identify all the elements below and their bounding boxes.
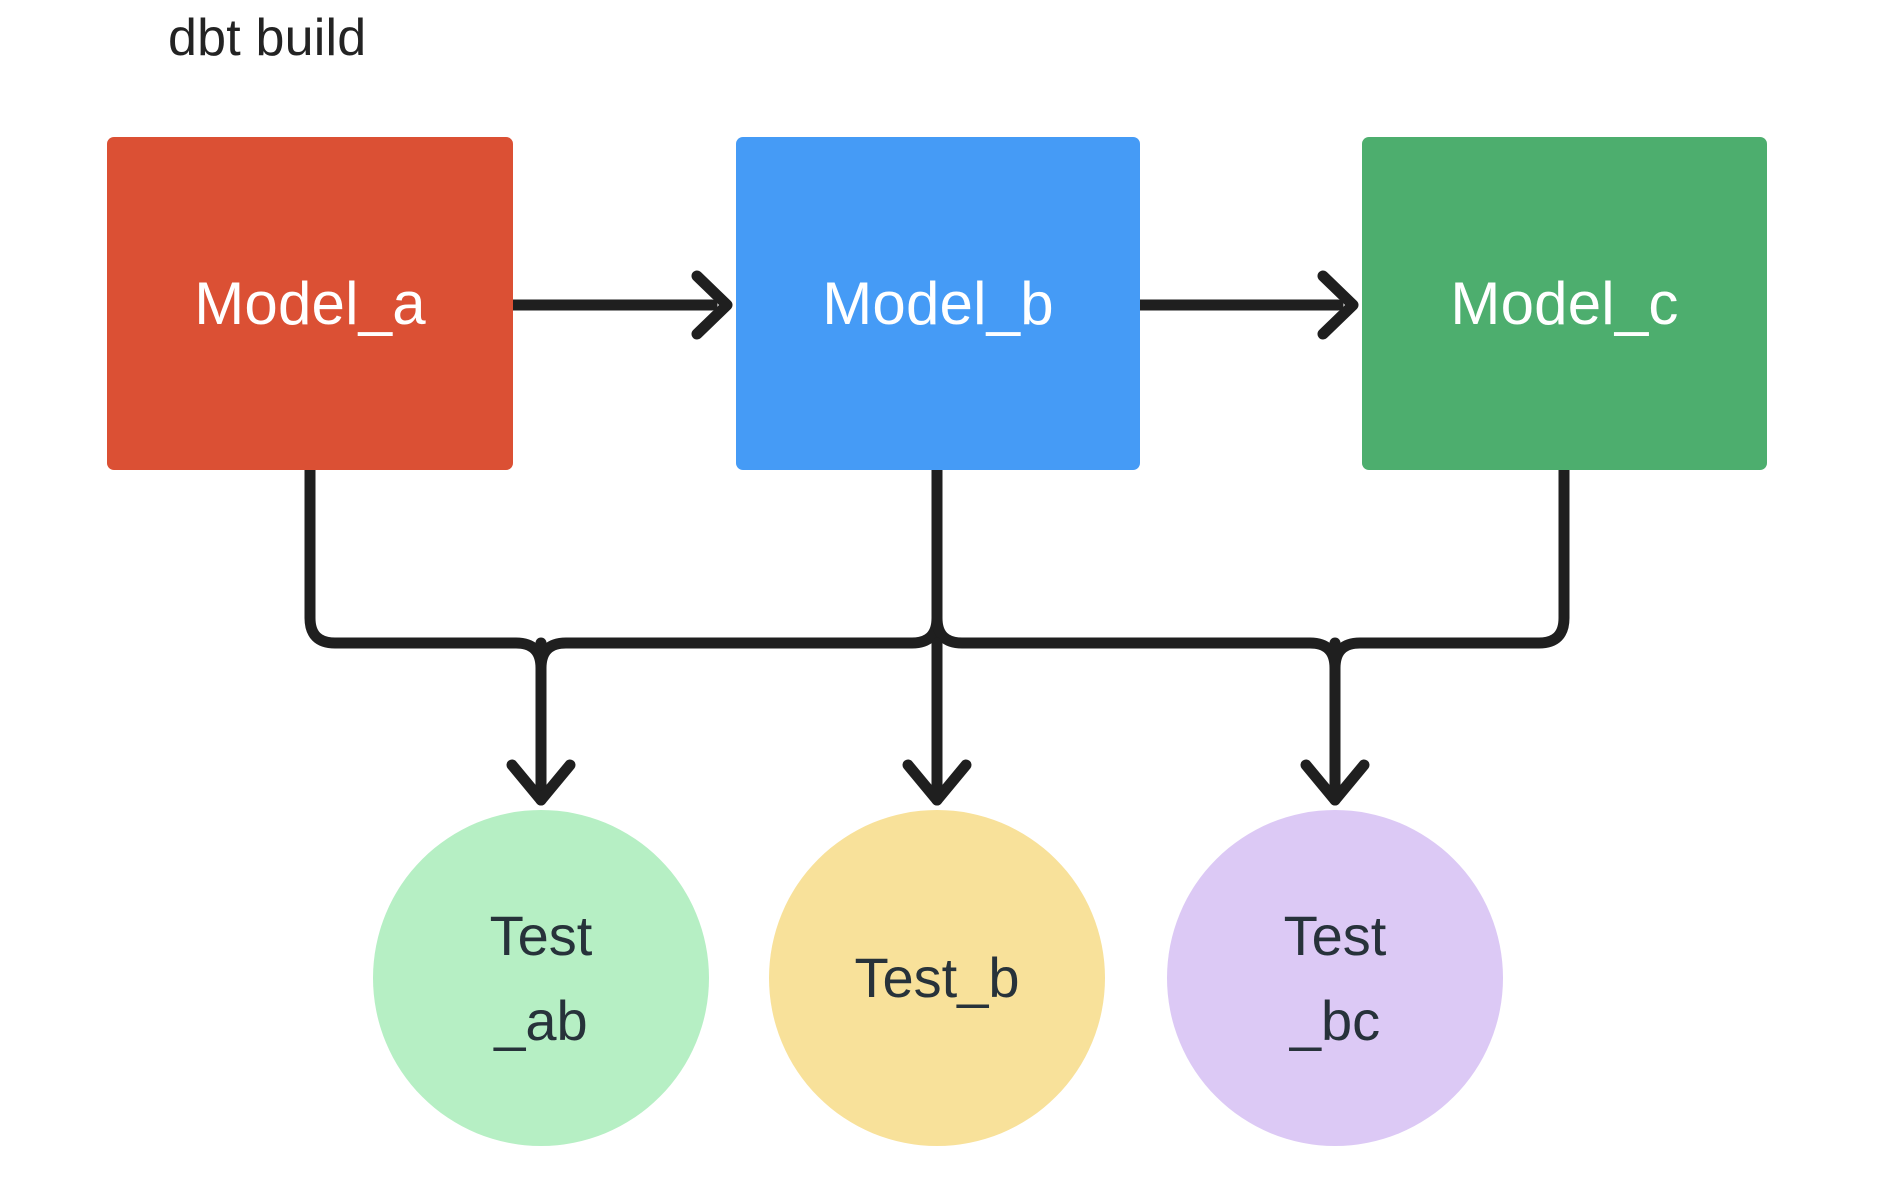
page-title: dbt build	[168, 9, 367, 67]
node-model-b-label: Model_b	[822, 270, 1054, 337]
edge-model-b-to-test-ab	[535, 464, 943, 674]
node-test-ab-label: Test _ab	[489, 903, 593, 1052]
node-test-bc[interactable]: Test _bc	[1167, 810, 1503, 1146]
node-test-ab[interactable]: Test _ab	[373, 810, 709, 1146]
edge-drop-test-ab	[506, 637, 576, 806]
edge-drop-test-bc	[1300, 637, 1370, 806]
node-model-b[interactable]: Model_b	[736, 137, 1140, 470]
edge-model-b-to-model-c	[1134, 270, 1359, 340]
node-model-c-label: Model_c	[1450, 270, 1679, 337]
edge-model-b-to-test-bc	[931, 464, 1341, 674]
node-model-c[interactable]: Model_c	[1362, 137, 1767, 470]
node-test-b-label: Test_b	[854, 946, 1020, 1010]
edge-model-c-to-test-bc	[1329, 464, 1570, 674]
edge-model-a-to-test-ab	[304, 464, 547, 674]
node-model-a[interactable]: Model_a	[107, 137, 513, 470]
node-model-a-label: Model_a	[194, 270, 426, 337]
node-test-b[interactable]: Test_b	[769, 810, 1105, 1146]
node-test-bc-label: Test _bc	[1283, 903, 1387, 1052]
edge-drop-test-b	[902, 637, 972, 806]
edge-model-a-to-model-b	[507, 270, 733, 340]
